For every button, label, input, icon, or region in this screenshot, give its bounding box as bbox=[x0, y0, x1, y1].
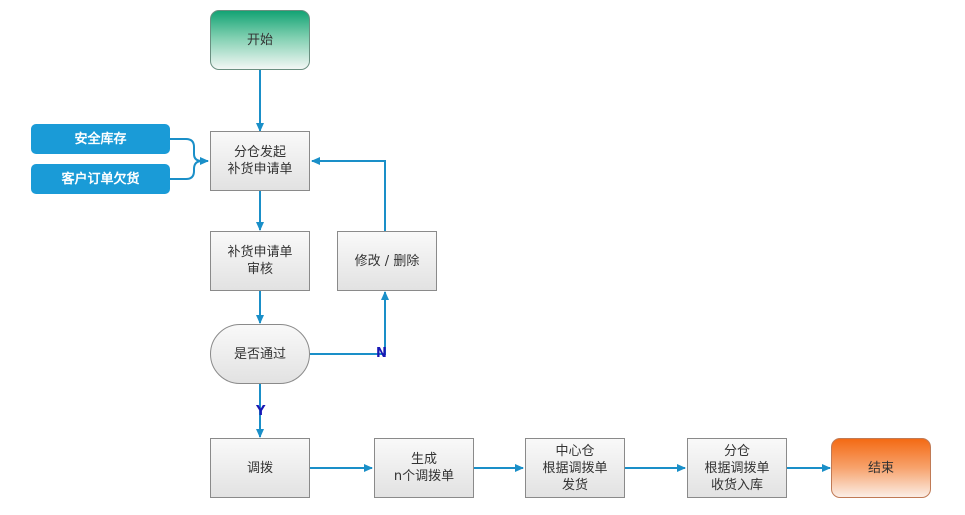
node-text-line: 开始 bbox=[246, 32, 273, 48]
backorder-node: 客户订单欠货 bbox=[31, 164, 170, 194]
start-node: 开始 bbox=[210, 10, 310, 70]
node-text-line: 补货申请单 bbox=[227, 162, 293, 177]
end-node: 结束 bbox=[831, 438, 931, 498]
node-text-line: 分仓 bbox=[723, 443, 750, 459]
edge-modify-to-initiate bbox=[311, 157, 386, 231]
approval-decision-node: 是否通过 bbox=[210, 324, 310, 384]
node-text-line: 客户订单欠货 bbox=[61, 171, 140, 187]
branch-warehouse-receive-node: 分仓根据调拨单收货入库 bbox=[687, 438, 787, 498]
node-text-line: 收货入库 bbox=[710, 477, 763, 493]
node-text-line: 生成 bbox=[410, 452, 437, 467]
safety-stock-node: 安全库存 bbox=[31, 124, 170, 154]
modify-delete-node: 修改 / 删除 bbox=[337, 231, 437, 291]
center-warehouse-ship-node: 中心仓根据调拨单发货 bbox=[525, 438, 625, 498]
edge-backorder-to-initiate bbox=[170, 160, 203, 180]
node-text-line: 补货申请单 bbox=[227, 245, 293, 260]
node-text-line: 修改 / 删除 bbox=[354, 253, 420, 269]
edge-safety-to-initiate bbox=[170, 138, 209, 165]
node-text-line: n个调拨单 bbox=[393, 469, 455, 484]
yes-label: Y bbox=[256, 404, 266, 419]
node-text-line: 发货 bbox=[561, 477, 588, 493]
transfer-node: 调拨 bbox=[210, 438, 310, 498]
node-text-line: 结束 bbox=[867, 460, 894, 476]
generate-orders-node: 生成 n个调拨单 bbox=[374, 438, 474, 498]
node-text-line: 是否通过 bbox=[233, 346, 286, 362]
node-text-line: 审核 bbox=[246, 262, 273, 277]
node-text-line: 中心仓 bbox=[555, 443, 595, 459]
node-text-line: 安全库存 bbox=[74, 131, 127, 147]
node-text-line: 调拨 bbox=[246, 460, 273, 476]
review-request-node: 补货申请单审核 bbox=[210, 231, 310, 291]
node-text-line: 根据调拨单 bbox=[704, 460, 770, 476]
node-text-line: 根据调拨单 bbox=[542, 460, 608, 476]
no-label: N bbox=[376, 346, 387, 361]
initiate-request-node: 分仓发起补货申请单 bbox=[210, 131, 310, 191]
node-text-line: 分仓发起 bbox=[233, 145, 286, 160]
edge-approved-no bbox=[310, 291, 389, 355]
